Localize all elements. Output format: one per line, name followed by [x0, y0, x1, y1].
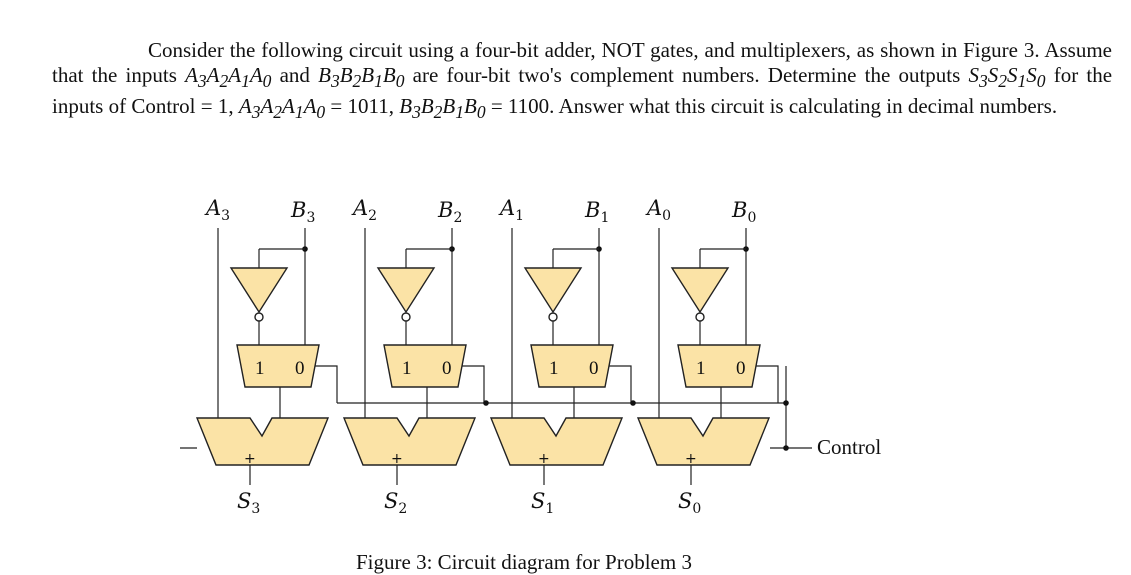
- input-label-b2: B2: [437, 198, 462, 226]
- problem-paragraph: Consider the following circuit using a f…: [52, 38, 1112, 125]
- mux-select-wire: [462, 365, 485, 403]
- stage-bit-1: A1 B1 1 0 + S1: [489, 196, 632, 517]
- input-label-a1: A1: [498, 196, 524, 224]
- adder-subtractor-stages: A3 B3 1 0 + S3 A2 B2 1 0 + S2 A1 B1 1 0 + S1 A0 B0 1 0 + S0: [195, 196, 779, 517]
- s-word: S3S2S1S0: [968, 63, 1046, 92]
- a-value: = 1011,: [330, 94, 394, 119]
- not-gate: [229, 267, 289, 314]
- adder-plus-sign: +: [244, 451, 256, 467]
- stage-bit-2: A2 B2 1 0 + S2: [342, 196, 485, 517]
- adder-plus-sign: +: [538, 451, 550, 467]
- bus-junction-dot: [630, 400, 636, 406]
- adder: [489, 417, 624, 466]
- mux-input-0-label: 0: [442, 358, 452, 379]
- problem-question: Answer what this circuit is calculating …: [558, 94, 1058, 119]
- not-gate: [523, 267, 583, 314]
- mux-select-wire: [756, 365, 779, 403]
- adder: [636, 417, 771, 466]
- adder: [342, 417, 477, 466]
- not-bubble: [401, 312, 411, 322]
- adder-plus-sign: +: [685, 451, 697, 467]
- mux-input-1-label: 1: [549, 358, 559, 379]
- not-bubble: [548, 312, 558, 322]
- stage-bit-0: A0 B0 1 0 + S0: [636, 196, 779, 517]
- mux-input-0-label: 0: [295, 358, 305, 379]
- input-label-a3: A3: [204, 196, 230, 224]
- mux-input-0-label: 0: [736, 358, 746, 379]
- mux-input-1-label: 1: [402, 358, 412, 379]
- output-label-s3: S3: [237, 489, 260, 517]
- problem-for-text: for the inputs of Control = 1,: [52, 63, 1113, 119]
- stage-bit-3: A3 B3 1 0 + S3: [195, 196, 338, 517]
- a-word-2: A3A2A1A0: [238, 94, 326, 123]
- adder-plus-sign: +: [391, 451, 403, 467]
- bus-junction-dot: [783, 445, 789, 451]
- input-label-a2: A2: [351, 196, 377, 224]
- mux-select-wire: [609, 365, 632, 403]
- not-bubble: [695, 312, 705, 322]
- problem-are-text: are four-bit two's complement numbers. D…: [412, 63, 961, 87]
- multiplexer: [530, 344, 614, 388]
- multiplexer: [236, 344, 320, 388]
- figure-caption: Figure 3: Circuit diagram for Problem 3: [356, 550, 692, 574]
- multiplexer: [677, 344, 761, 388]
- control-bus: Control: [180, 366, 881, 459]
- b-word: B3B2B1B0: [318, 63, 405, 92]
- b-word-2: B3B2B1B0: [399, 94, 486, 123]
- input-label-b0: B0: [731, 198, 756, 226]
- output-label-s1: S1: [531, 489, 554, 517]
- not-gate: [376, 267, 436, 314]
- a-word: A3A2A1A0: [185, 63, 272, 92]
- input-label-b1: B1: [584, 198, 609, 226]
- mux-input-0-label: 0: [589, 358, 599, 379]
- bus-junction-dot: [483, 400, 489, 406]
- mux-select-wire: [315, 365, 338, 403]
- bus-junction-dot: [783, 400, 789, 406]
- mux-input-1-label: 1: [255, 358, 265, 379]
- adder: [195, 417, 330, 466]
- input-label-b3: B3: [290, 198, 315, 226]
- input-label-a0: A0: [645, 196, 671, 224]
- output-label-s2: S2: [384, 489, 407, 517]
- not-gate: [670, 267, 730, 314]
- problem-and: and: [279, 63, 310, 87]
- control-label: Control: [817, 435, 881, 459]
- problem-statement: Consider the following circuit using a f…: [52, 38, 1112, 125]
- not-bubble: [254, 312, 264, 322]
- multiplexer: [383, 344, 467, 388]
- mux-input-1-label: 1: [696, 358, 706, 379]
- b-value: = 1100.: [490, 94, 555, 119]
- problem-intro: Consider the following circuit using a f…: [52, 38, 1112, 87]
- output-label-s0: S0: [678, 489, 701, 517]
